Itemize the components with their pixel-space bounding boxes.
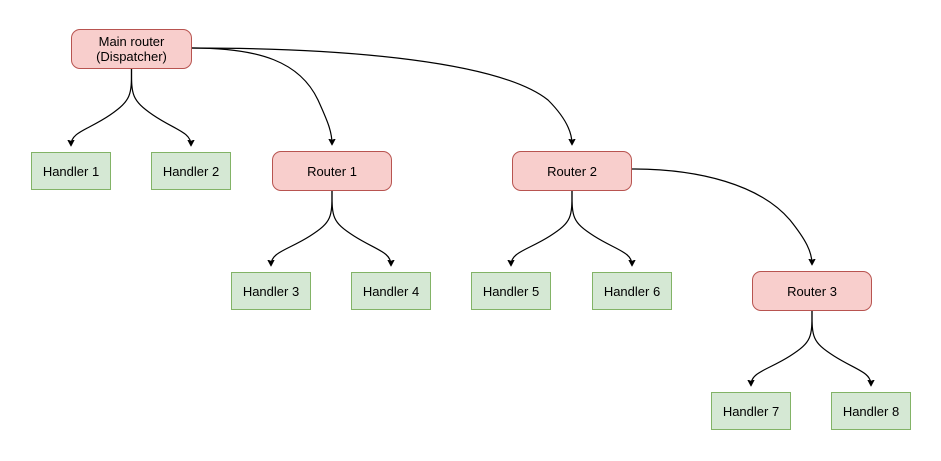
node-label-main-router: Main router (Dispatcher) [96, 34, 167, 64]
node-router-1[interactable]: Router 1 [272, 151, 392, 191]
node-label-handler-5: Handler 5 [482, 283, 540, 299]
edge-main-router-to-handler-2 [130, 68, 192, 145]
node-router-3[interactable]: Router 3 [752, 271, 872, 311]
node-label-handler-4: Handler 4 [362, 283, 420, 299]
edge-main-router-to-handler-1 [71, 68, 133, 145]
node-router-2[interactable]: Router 2 [512, 151, 632, 191]
edge-router-2-to-handler-6 [571, 190, 632, 265]
edge-router-1-to-handler-4 [331, 190, 391, 265]
node-label-router-3: Router 3 [787, 283, 837, 299]
node-handler-4[interactable]: Handler 4 [351, 272, 431, 310]
node-label-handler-1: Handler 1 [42, 163, 100, 179]
edge-paths [71, 47, 871, 385]
node-handler-8[interactable]: Handler 8 [831, 392, 911, 430]
edge-router-1-to-handler-3 [271, 190, 333, 265]
edge-main-router-to-router-2 [191, 47, 572, 144]
node-label-router-1: Router 1 [307, 163, 357, 179]
node-handler-6[interactable]: Handler 6 [592, 272, 672, 310]
edge-router-2-to-handler-5 [511, 190, 573, 265]
node-handler-3[interactable]: Handler 3 [231, 272, 311, 310]
edge-router-2-to-router-3 [631, 168, 812, 264]
node-label-handler-2: Handler 2 [162, 163, 220, 179]
node-label-router-2: Router 2 [547, 163, 597, 179]
node-main-router[interactable]: Main router (Dispatcher) [71, 29, 192, 69]
edge-router-3-to-handler-7 [751, 310, 813, 385]
node-handler-5[interactable]: Handler 5 [471, 272, 551, 310]
node-label-handler-8: Handler 8 [842, 403, 900, 419]
node-label-handler-6: Handler 6 [603, 283, 661, 299]
node-label-handler-3: Handler 3 [242, 283, 300, 299]
node-label-handler-7: Handler 7 [722, 403, 780, 419]
edge-main-router-to-router-1 [191, 47, 332, 144]
node-handler-1[interactable]: Handler 1 [31, 152, 111, 190]
edge-router-3-to-handler-8 [811, 310, 871, 385]
node-handler-7[interactable]: Handler 7 [711, 392, 791, 430]
node-handler-2[interactable]: Handler 2 [151, 152, 231, 190]
